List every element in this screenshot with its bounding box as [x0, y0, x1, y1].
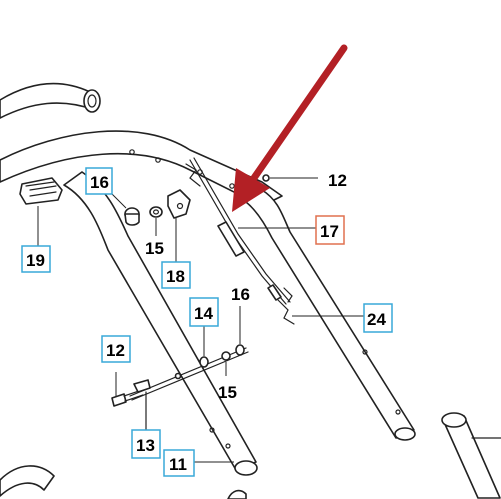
callout-12-top-text: 12	[328, 171, 347, 190]
washer-part-15	[149, 206, 163, 236]
lower-tube-fragment-left	[0, 465, 55, 497]
callout-11: 11	[163, 449, 195, 477]
bracket-part-18	[167, 189, 191, 262]
callout-17: 17	[315, 215, 345, 245]
clip-part-19	[19, 177, 63, 246]
callout-15-lower: 15	[218, 383, 237, 402]
callout-16-lower: 16	[231, 285, 250, 304]
callout-15-lower-text: 15	[218, 383, 237, 402]
callout-15-top-text: 15	[145, 239, 164, 258]
callout-24: 24	[363, 303, 393, 333]
throttle-cable-assembly	[185, 157, 364, 325]
callout-12-lower-text: 12	[106, 341, 125, 360]
lower-tube-fragment-right	[227, 412, 501, 499]
callout-12-top: 12	[328, 171, 347, 190]
rear-handle-loop	[0, 82, 101, 119]
callout-16-top-text: 16	[90, 173, 109, 192]
screw-part-12-top	[262, 174, 318, 182]
cap-nut-part-16	[111, 193, 140, 226]
callout-13: 13	[131, 429, 161, 459]
callout-19-text: 19	[26, 251, 45, 270]
callout-19: 19	[21, 245, 51, 273]
callout-18-text: 18	[166, 267, 185, 286]
callout-13-text: 13	[136, 436, 155, 455]
highlight-arrow	[232, 44, 348, 212]
callout-24-text: 24	[367, 310, 386, 329]
callout-11-text: 11	[169, 455, 187, 474]
upper-handle-frame	[0, 130, 416, 476]
callout-12-lower: 12	[101, 335, 131, 363]
callout-16-top: 16	[85, 167, 113, 195]
callout-14: 14	[189, 297, 219, 327]
lower-rod-assembly	[111, 306, 249, 431]
callout-18: 18	[161, 261, 191, 289]
callout-15-top: 15	[145, 239, 164, 258]
callout-17-text: 17	[320, 222, 339, 241]
callout-14-text: 14	[194, 304, 213, 323]
callout-16-lower-text: 16	[231, 285, 250, 304]
